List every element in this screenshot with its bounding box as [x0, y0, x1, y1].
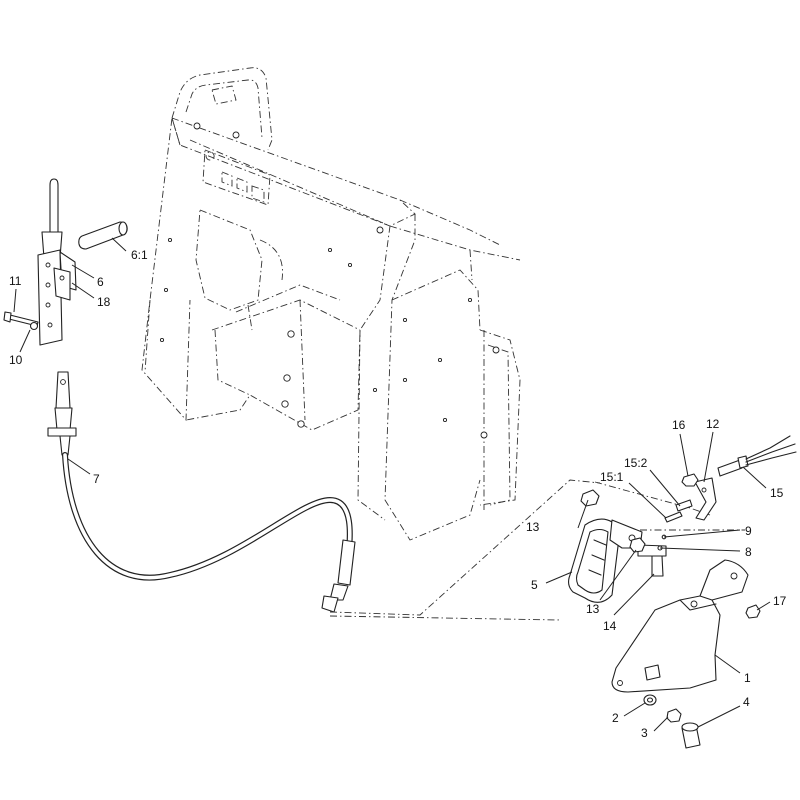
bracket-5 — [567, 518, 621, 603]
callout-5: 5 — [531, 578, 538, 592]
screw-16 — [681, 473, 699, 487]
nut-13b — [629, 537, 646, 553]
callout-14: 14 — [603, 619, 617, 633]
lever-knob-6-1 — [78, 221, 128, 250]
callout-2: 2 — [612, 711, 619, 725]
nut-13a — [580, 489, 600, 507]
nut-10 — [29, 321, 39, 331]
callout-17: 17 — [773, 594, 787, 608]
bolt-17 — [745, 604, 761, 619]
callout-7: 7 — [93, 472, 100, 486]
callout-16: 16 — [672, 418, 686, 432]
callout-1: 1 — [744, 671, 751, 685]
callout-15-2: 15:2 — [624, 456, 648, 470]
switch-15 — [717, 435, 797, 477]
callout-15: 15 — [770, 486, 784, 500]
callout-6: 6 — [97, 275, 104, 289]
callout-13-upper: 13 — [526, 520, 540, 534]
callout-18: 18 — [97, 295, 111, 309]
callout-11: 11 — [9, 274, 22, 288]
machine-frame — [141, 67, 521, 541]
callout-8: 8 — [745, 545, 752, 559]
spring-15-1 — [664, 511, 683, 523]
callout-15-1: 15:1 — [600, 470, 624, 484]
switch-bracket-12 — [694, 477, 717, 521]
callout-10: 10 — [9, 353, 23, 367]
bolt-4 — [681, 722, 701, 749]
callout-6-1: 6:1 — [131, 248, 148, 262]
callout-13-lower: 13 — [586, 602, 600, 616]
callout-3: 3 — [641, 726, 648, 740]
lever-assembly — [37, 178, 77, 346]
callout-12: 12 — [706, 417, 720, 431]
cable-7 — [47, 371, 356, 613]
nut-3 — [666, 708, 682, 723]
callout-labels: 6:1 6 18 11 10 7 13 5 13 14 15:1 15:2 16… — [9, 248, 787, 740]
washer-2 — [643, 694, 657, 706]
callout-9: 9 — [745, 524, 752, 538]
leader-lines — [13, 237, 771, 732]
mount-bracket-1 — [611, 559, 749, 693]
callout-4: 4 — [743, 695, 750, 709]
clip-15-2 — [675, 499, 693, 512]
